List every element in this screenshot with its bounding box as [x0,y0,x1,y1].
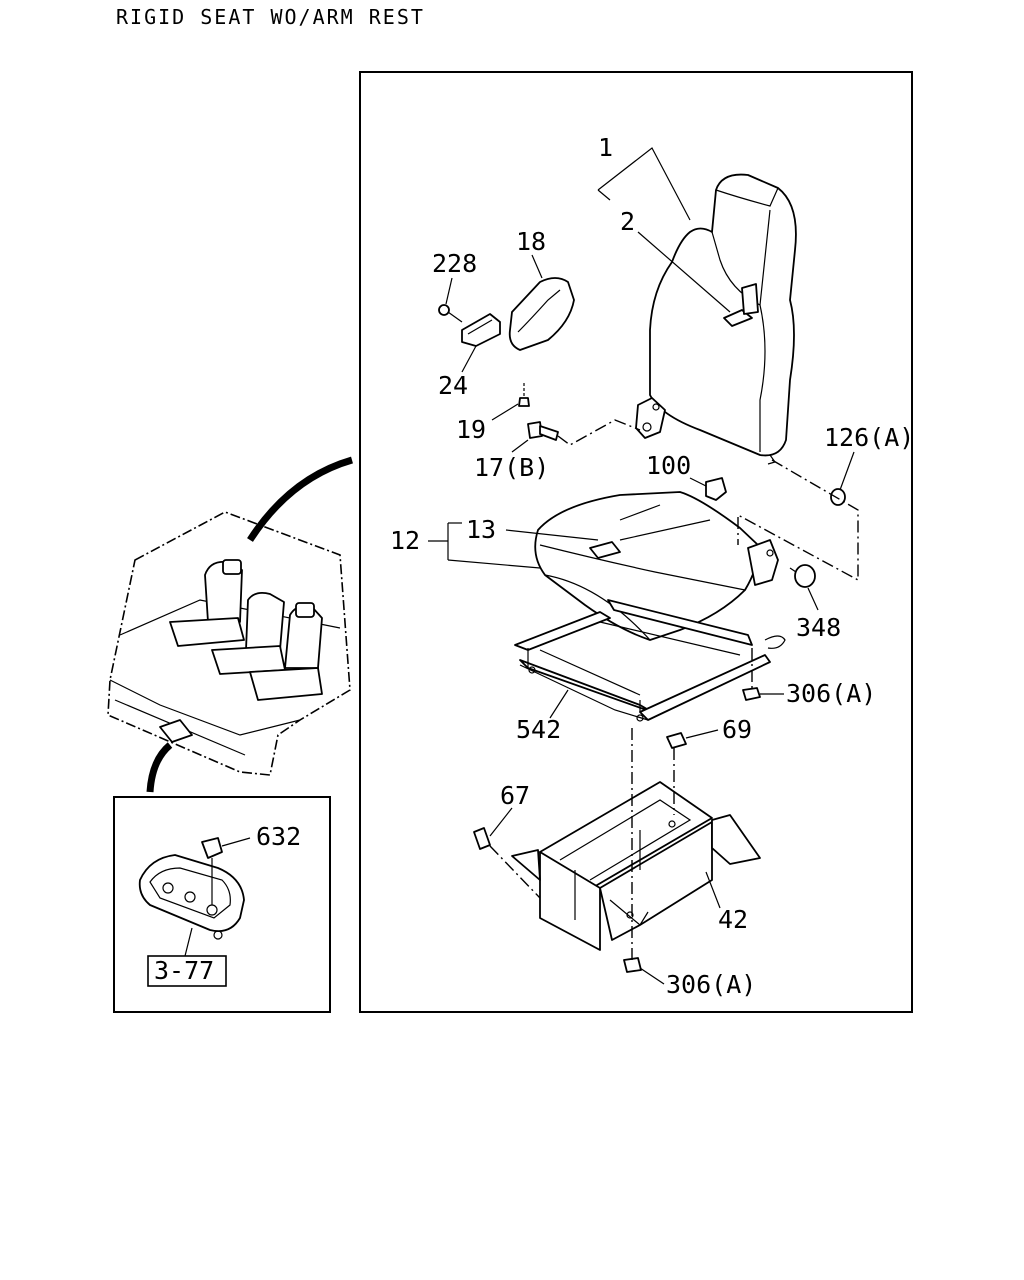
main-frame [359,71,913,1013]
callout-306a-bottom: 306(A) [666,970,756,999]
inset-pocket [138,837,245,940]
leader-lines [184,147,859,985]
grommet-126a [830,488,846,506]
recliner-parts [438,277,575,441]
diagram-title: RIGID SEAT WO/ARM REST [116,5,425,29]
inset-frame [113,796,331,1013]
callout-2: 2 [620,207,635,236]
callout-12: 12 [390,526,420,555]
callout-42: 42 [718,905,748,934]
callout-17b: 17(B) [474,453,549,482]
seat-base-bracket [511,781,761,951]
seat-back [635,173,797,465]
callout-100: 100 [646,451,691,480]
nut-306a-top [742,687,761,701]
seat-cushion [534,491,779,641]
callout-18: 18 [516,227,546,256]
callout-1: 1 [598,133,613,162]
cab-overview [107,456,353,793]
callout-13: 13 [466,515,496,544]
bolt-67 [473,827,491,850]
callout-228: 228 [432,249,477,278]
callout-67: 67 [500,781,530,810]
seat-rail-frame [514,599,786,722]
nut-306a-bottom [623,957,642,973]
callout-126a: 126(A) [824,423,914,452]
callout-542: 542 [516,715,561,744]
callout-306a-top: 306(A) [786,679,876,708]
nut-69 [666,732,687,749]
cap-348 [789,564,816,588]
reference-label: 3-77 [154,956,214,985]
callout-24: 24 [438,371,468,400]
clip-100 [705,477,727,501]
callout-69: 69 [722,715,752,744]
reference-3-77[interactable]: 3-77 [147,955,227,987]
callout-19: 19 [456,415,486,444]
callout-labels: 1 2 18 228 24 19 17(B) 126(A) 100 12 13 … [256,133,914,999]
callout-632: 632 [256,822,301,851]
callout-348: 348 [796,613,841,642]
